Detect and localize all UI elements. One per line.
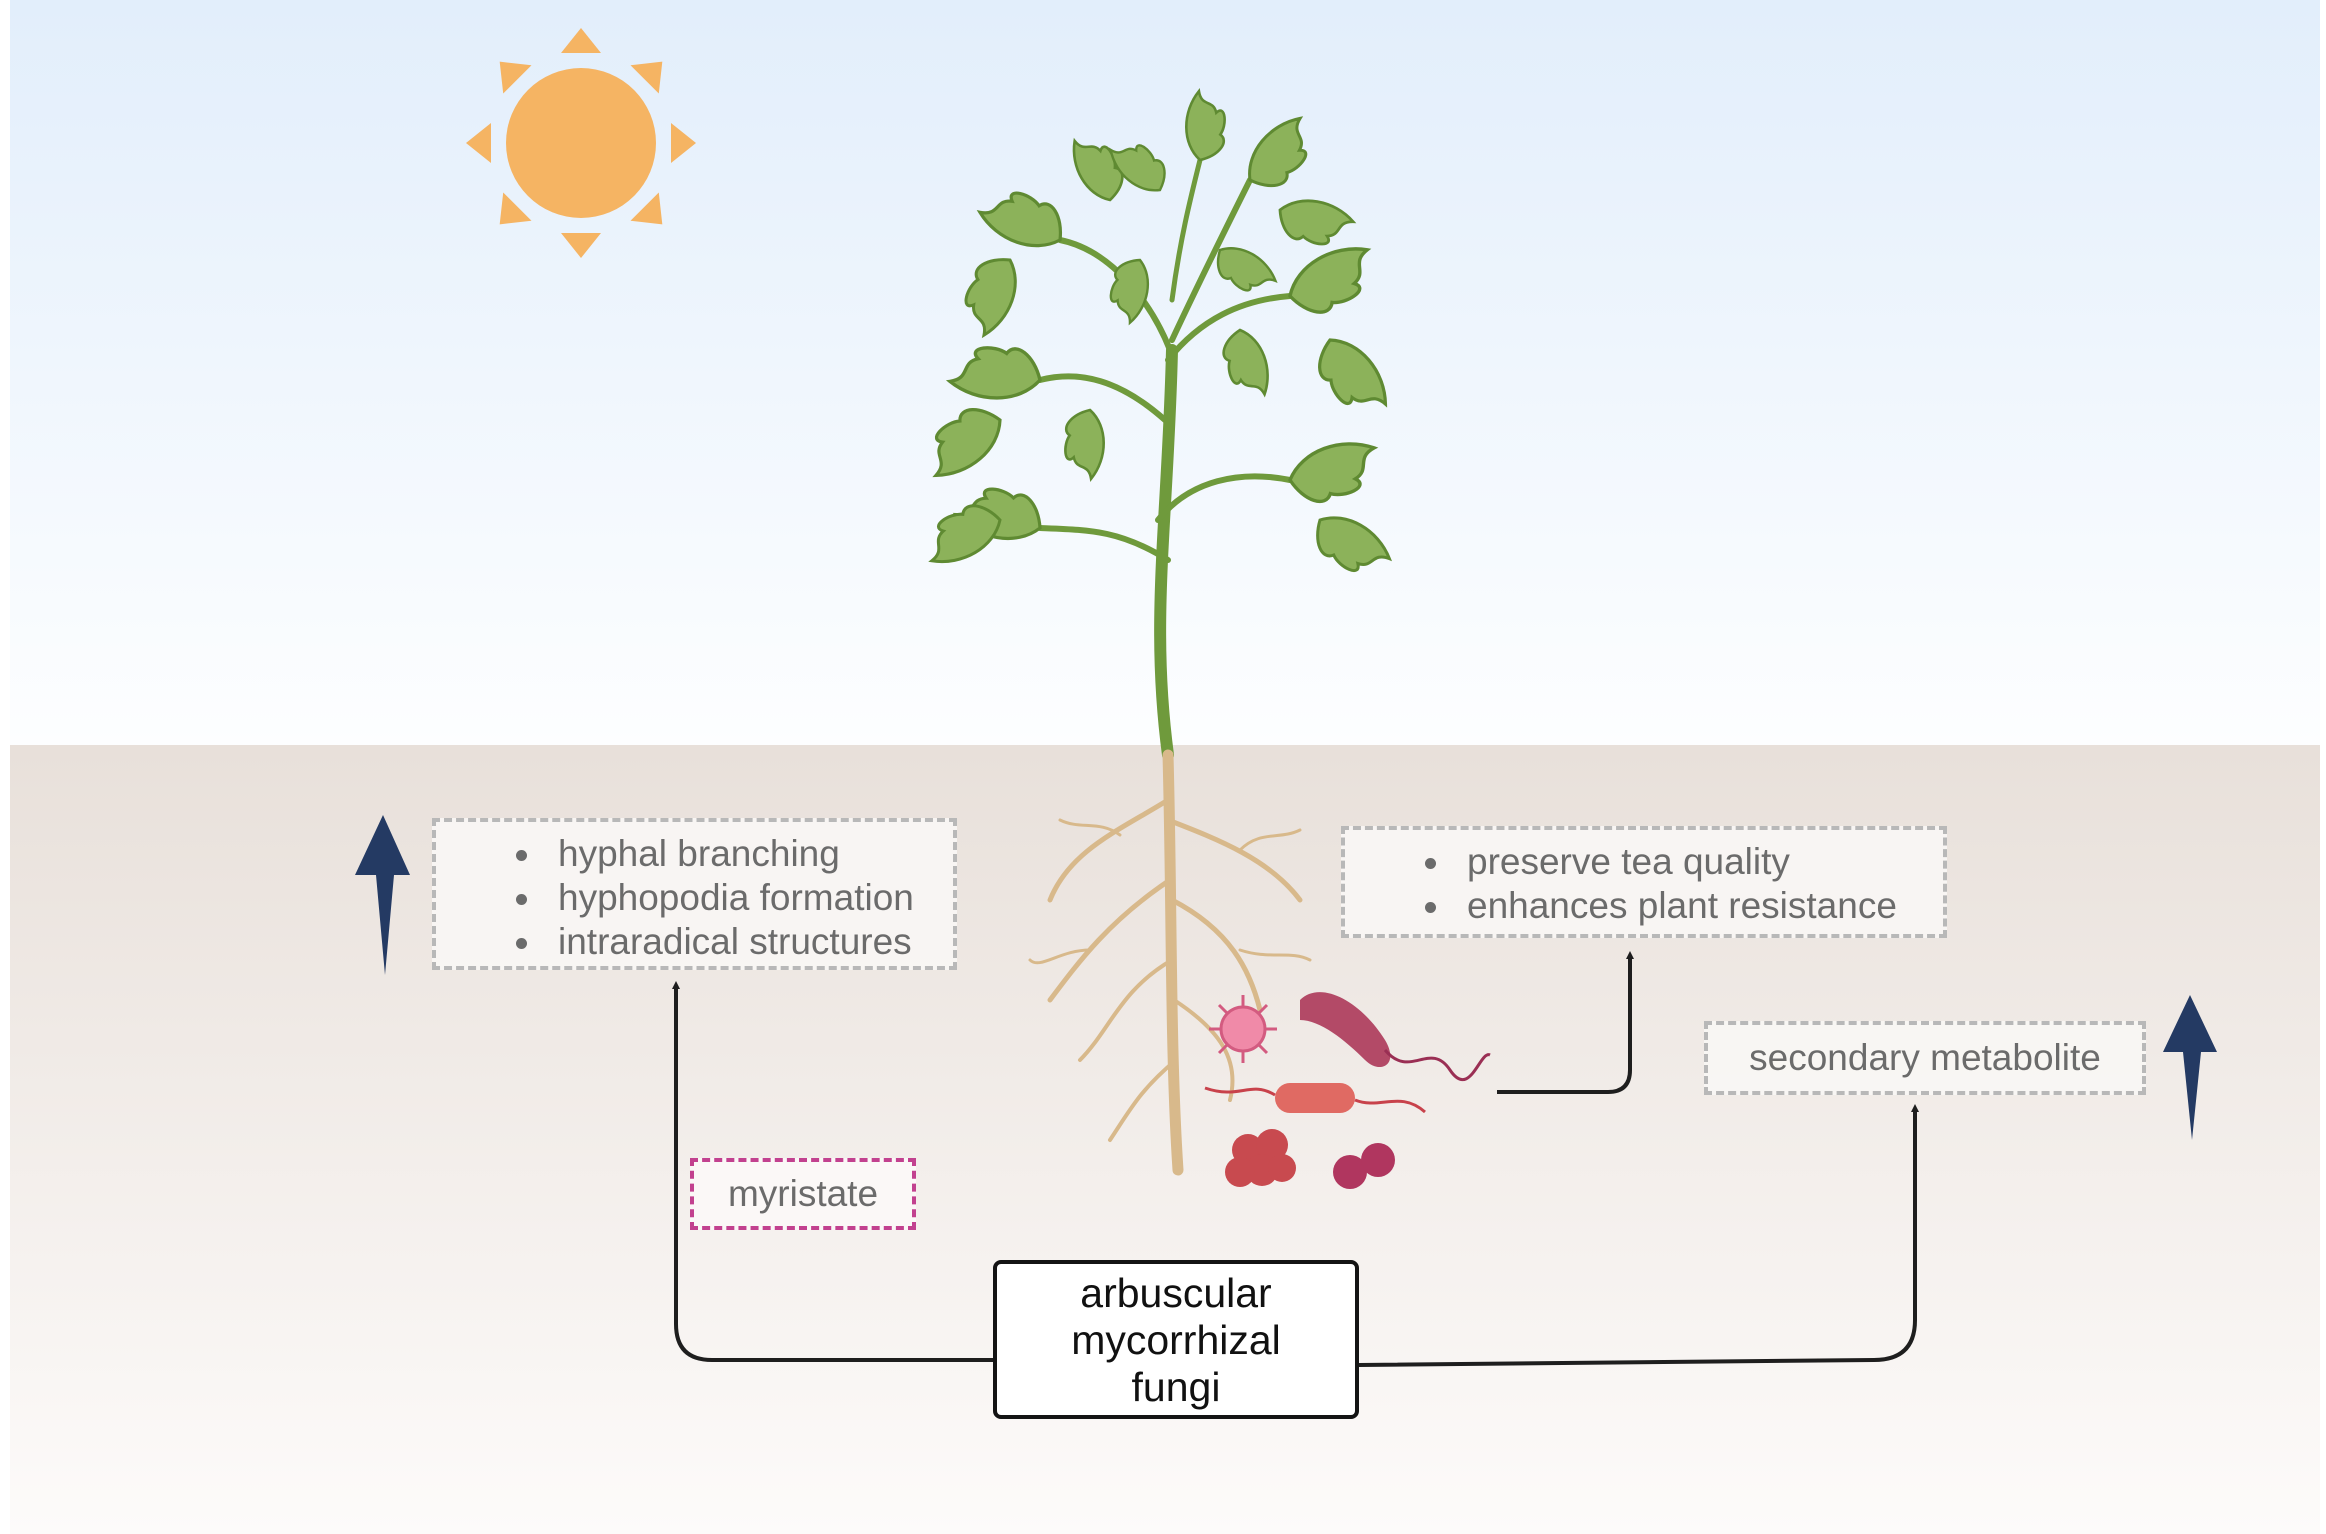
sun-icon <box>466 28 696 258</box>
increase-arrow-icon <box>355 815 410 975</box>
list-item: intraradical structures <box>498 920 953 964</box>
cell-cluster-icon <box>1225 1129 1296 1187</box>
hyphal-effects-box: hyphal branching hyphopodia formation in… <box>432 818 957 970</box>
myristate-box: myristate <box>690 1158 916 1230</box>
connector-amf-to-secondary <box>1358 1104 1919 1367</box>
bacillus-icon <box>1204 1083 1426 1114</box>
benefits-box: preserve tea quality enhances plant resi… <box>1341 826 1947 938</box>
increase-arrow-icon <box>2163 995 2217 1140</box>
list-item: enhances plant resistance <box>1407 884 1943 928</box>
hyphal-effects-list: hyphal branching hyphopodia formation in… <box>498 832 953 964</box>
amf-line: fungi <box>1131 1364 1221 1410</box>
amf-line: arbuscular <box>1080 1270 1272 1316</box>
connector-lines <box>672 951 1919 1367</box>
root-system <box>1028 749 1312 1176</box>
secondary-metabolite-box: secondary metabolite <box>1704 1021 2146 1095</box>
virus-icon <box>1209 995 1277 1063</box>
list-item: hyphal branching <box>498 832 953 876</box>
amf-node: arbuscular mycorrhizal fungi <box>993 1260 1359 1419</box>
benefits-list: preserve tea quality enhances plant resi… <box>1407 840 1943 928</box>
plant-illustration <box>913 88 1397 761</box>
list-item: hyphopodia formation <box>498 876 953 920</box>
connector-microbes-to-benefits <box>1497 951 1634 1094</box>
connector-amf-to-hyphal <box>672 981 993 1362</box>
amf-line: mycorrhizal <box>1071 1317 1281 1363</box>
list-item: preserve tea quality <box>1407 840 1943 884</box>
bacterium-icon <box>1300 992 1491 1081</box>
coccus-icon <box>1333 1143 1395 1189</box>
